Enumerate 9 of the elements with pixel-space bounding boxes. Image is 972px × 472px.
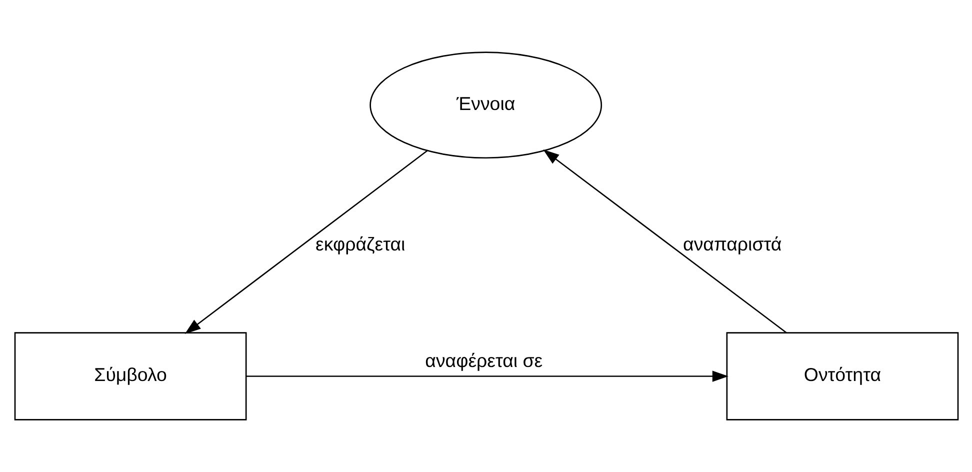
arrow	[184, 150, 428, 334]
edge-label: αναφέρεται σε	[424, 350, 542, 372]
edge-label: αναπαριστά	[682, 233, 782, 254]
node-box: Σύμβολο	[14, 332, 246, 420]
edge-label: εκφράζεται	[315, 233, 405, 254]
node-ellipse: Έννοια	[369, 52, 602, 159]
node-box: Οντότητα	[726, 332, 958, 420]
arrow	[246, 370, 728, 382]
arrow	[542, 150, 786, 334]
